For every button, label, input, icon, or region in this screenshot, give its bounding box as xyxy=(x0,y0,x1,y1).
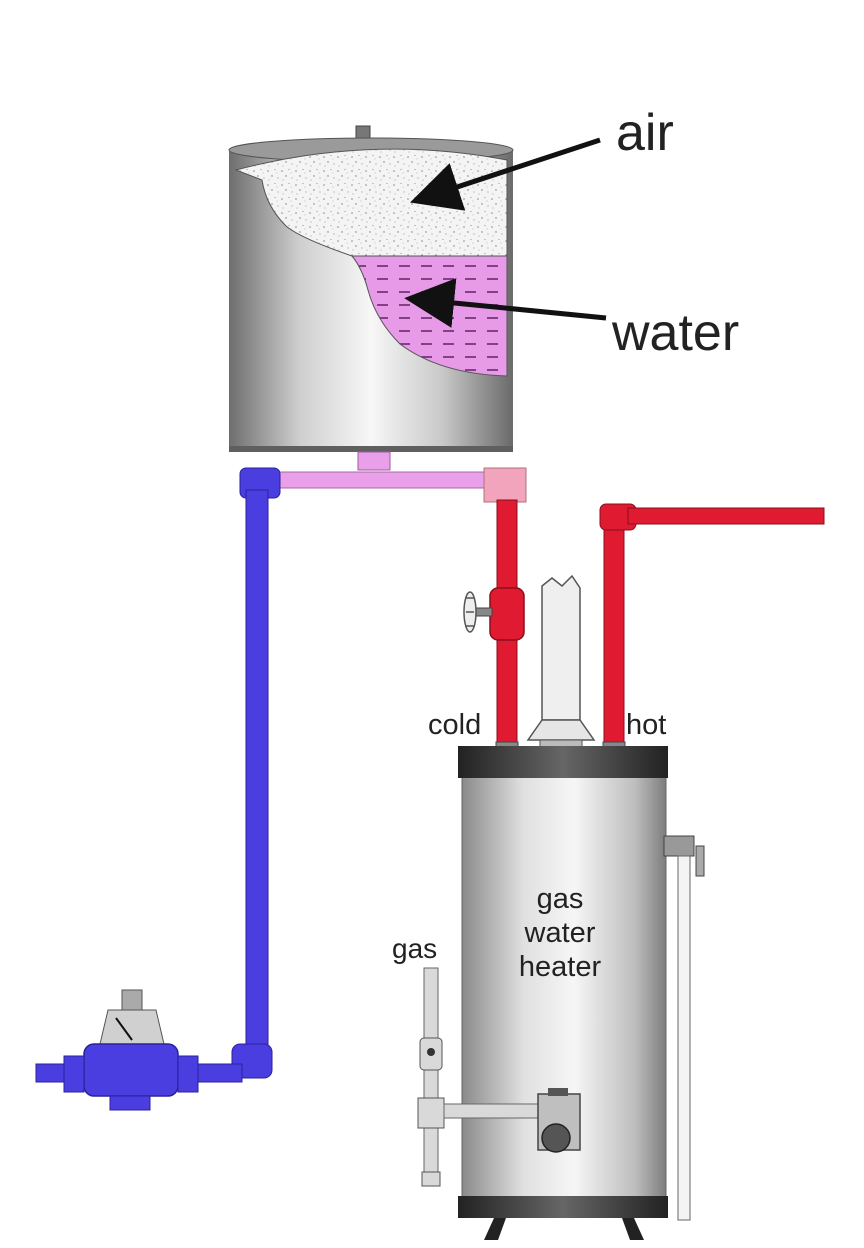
water-callout: water xyxy=(404,278,739,362)
heater-label-line3: heater xyxy=(519,951,602,983)
expansion-pipe xyxy=(261,471,491,489)
gas-valve-knob xyxy=(427,1048,435,1056)
hot-pipe-vertical xyxy=(603,515,625,747)
relief-discharge-pipe xyxy=(677,855,691,1221)
draft-hood xyxy=(526,719,596,741)
water-arrow xyxy=(404,278,607,328)
gas-drip-leg-cap xyxy=(421,1171,441,1187)
flue-upper xyxy=(541,574,581,721)
cold-supply-pipe xyxy=(35,467,281,1083)
shutoff-valve-handle[interactable] xyxy=(463,591,477,633)
gas-control-top xyxy=(548,1088,568,1096)
gas-pipe-horizontal xyxy=(443,1103,541,1119)
heater-bottom-band xyxy=(458,1196,668,1218)
pressure-reducing-valve xyxy=(63,989,199,1111)
gas-supply: gas xyxy=(392,933,581,1187)
heater-leg-left xyxy=(484,1218,506,1240)
hot-outlet-pipe xyxy=(599,503,825,753)
valve-arrow xyxy=(115,1017,133,1041)
gas-supply-label: gas xyxy=(392,933,437,964)
cold-inlet-pipe xyxy=(463,499,525,753)
cold-label: cold xyxy=(428,709,481,741)
valve-flange-left xyxy=(63,1055,85,1093)
heater-leg-right xyxy=(622,1218,644,1240)
valve-body xyxy=(83,1043,179,1097)
cold-pipe-vertical xyxy=(245,489,269,1063)
flue-pipe xyxy=(526,574,596,751)
gas-tee xyxy=(417,1097,445,1129)
tank-outlet xyxy=(357,451,391,471)
pipe-tee xyxy=(483,467,527,503)
relief-valve xyxy=(663,835,705,1221)
air-callout: air xyxy=(410,104,674,211)
heater-label-line2: water xyxy=(524,917,596,949)
air-label: air xyxy=(616,104,674,162)
valve-cap xyxy=(121,989,143,1011)
tank-bottom-edge xyxy=(229,446,513,452)
air-arrow xyxy=(410,137,601,211)
hot-pipe-horizontal xyxy=(627,507,825,525)
water-label: water xyxy=(611,304,739,362)
expansion-tank xyxy=(228,125,514,471)
heater-top-band xyxy=(458,746,668,778)
relief-valve-body xyxy=(663,835,695,857)
gas-control-knob[interactable] xyxy=(541,1123,571,1153)
heater-label-line1: gas xyxy=(537,883,584,915)
relief-valve-lever[interactable] xyxy=(695,845,705,877)
valve-flange-right xyxy=(177,1055,199,1093)
gas-water-heater: gas water heater xyxy=(458,746,668,1240)
valve-bottom-port xyxy=(109,1095,151,1111)
shutoff-valve-body xyxy=(489,587,525,641)
hot-label: hot xyxy=(626,709,666,741)
gas-pipe-vertical xyxy=(423,967,439,1179)
